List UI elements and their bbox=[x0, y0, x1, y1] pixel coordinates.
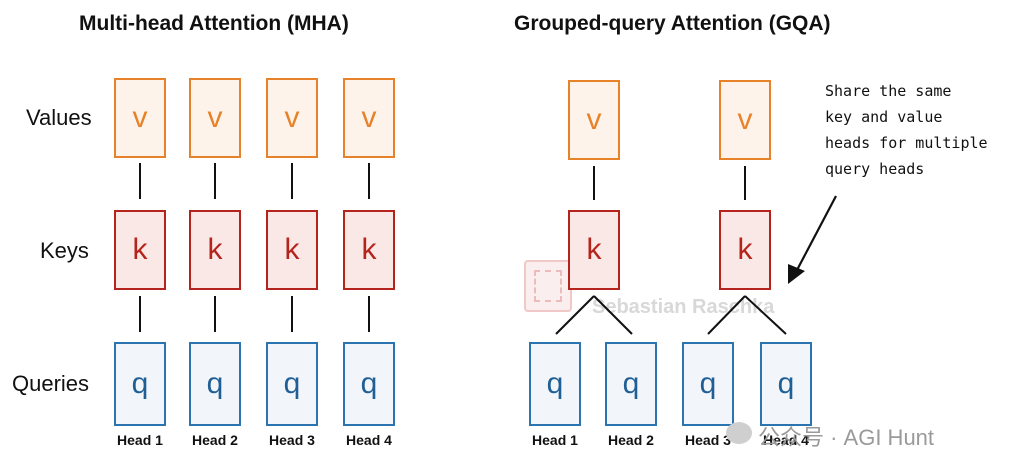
key-letter: k bbox=[207, 233, 223, 266]
mha-value-box-1: v bbox=[114, 78, 166, 158]
mha-key-query-connector-3 bbox=[291, 296, 293, 332]
query-letter: q bbox=[699, 367, 717, 400]
gqa-query-box-1: q bbox=[529, 342, 581, 426]
gqa-value-key-connector-1 bbox=[593, 166, 595, 200]
value-letter: v bbox=[132, 101, 148, 134]
gqa-head-label-1: Head 1 bbox=[532, 432, 578, 448]
gqa-value-box-1: v bbox=[568, 80, 620, 160]
mha-head-label-2: Head 2 bbox=[192, 432, 238, 448]
query-letter: q bbox=[622, 367, 640, 400]
gqa-head-label-3: Head 3 bbox=[685, 432, 731, 448]
value-letter: v bbox=[284, 101, 300, 134]
mha-head-label-1: Head 1 bbox=[117, 432, 163, 448]
gqa-value-box-2: v bbox=[719, 80, 771, 160]
mha-query-box-2: q bbox=[189, 342, 241, 426]
query-letter: q bbox=[360, 367, 378, 400]
gqa-query-box-4: q bbox=[760, 342, 812, 426]
annotation-line-1: Share the same bbox=[825, 82, 952, 100]
gqa-query-box-2: q bbox=[605, 342, 657, 426]
footer-watermark: 公众号 · AGI Hunt bbox=[758, 425, 935, 450]
mha-query-box-1: q bbox=[114, 342, 166, 426]
key-letter: k bbox=[284, 233, 300, 266]
gqa-key-box-1: k bbox=[568, 210, 620, 290]
gqa-branch-line-1 bbox=[555, 295, 595, 335]
gqa-annotation: Share the same key and value heads for m… bbox=[825, 78, 988, 182]
gqa-branch-line-4 bbox=[744, 295, 787, 335]
mha-query-box-3: q bbox=[266, 342, 318, 426]
mha-value-key-connector-4 bbox=[368, 163, 370, 199]
values-row-label: Values bbox=[26, 105, 92, 130]
mha-value-box-3: v bbox=[266, 78, 318, 158]
value-letter: v bbox=[586, 103, 602, 136]
mha-key-box-2: k bbox=[189, 210, 241, 290]
annotation-line-3: heads for multiple bbox=[825, 134, 988, 152]
mha-value-key-connector-3 bbox=[291, 163, 293, 199]
mha-value-key-connector-2 bbox=[214, 163, 216, 199]
mha-key-query-connector-1 bbox=[139, 296, 141, 332]
annotation-line-4: query heads bbox=[825, 160, 925, 178]
seal-stamp-icon bbox=[524, 260, 572, 312]
annotation-arrow-head bbox=[788, 264, 805, 284]
key-letter: k bbox=[586, 233, 602, 266]
keys-row-label: Keys bbox=[40, 238, 89, 263]
mha-value-box-4: v bbox=[343, 78, 395, 158]
key-letter: k bbox=[737, 233, 753, 266]
mha-head-label-3: Head 3 bbox=[269, 432, 315, 448]
query-letter: q bbox=[206, 367, 224, 400]
key-letter: k bbox=[361, 233, 377, 266]
annotation-arrow-line bbox=[796, 195, 837, 271]
query-letter: q bbox=[131, 367, 149, 400]
query-letter: q bbox=[283, 367, 301, 400]
mha-value-key-connector-1 bbox=[139, 163, 141, 199]
mha-key-box-1: k bbox=[114, 210, 166, 290]
mha-query-box-4: q bbox=[343, 342, 395, 426]
queries-row-label: Queries bbox=[12, 371, 90, 396]
mha-key-query-connector-2 bbox=[214, 296, 216, 332]
gqa-value-key-connector-2 bbox=[744, 166, 746, 200]
mha-title: Multi-head Attention (MHA) bbox=[79, 12, 349, 35]
mha-value-box-2: v bbox=[189, 78, 241, 158]
gqa-head-label-2: Head 2 bbox=[608, 432, 654, 448]
value-letter: v bbox=[737, 103, 753, 136]
query-letter: q bbox=[546, 367, 564, 400]
mha-key-box-4: k bbox=[343, 210, 395, 290]
mha-head-label-4: Head 4 bbox=[346, 432, 392, 448]
key-letter: k bbox=[132, 233, 148, 266]
gqa-title: Grouped-query Attention (GQA) bbox=[514, 12, 831, 35]
annotation-line-2: key and value bbox=[825, 108, 943, 126]
gqa-branch-line-2 bbox=[593, 295, 633, 335]
gqa-key-box-2: k bbox=[719, 210, 771, 290]
value-letter: v bbox=[361, 101, 377, 134]
wechat-logo-icon bbox=[726, 422, 752, 444]
query-letter: q bbox=[777, 367, 795, 400]
mha-key-box-3: k bbox=[266, 210, 318, 290]
value-letter: v bbox=[207, 101, 223, 134]
gqa-head-label-4: Head 4 bbox=[763, 432, 809, 448]
mha-key-query-connector-4 bbox=[368, 296, 370, 332]
gqa-query-box-3: q bbox=[682, 342, 734, 426]
gqa-branch-line-3 bbox=[707, 295, 746, 335]
